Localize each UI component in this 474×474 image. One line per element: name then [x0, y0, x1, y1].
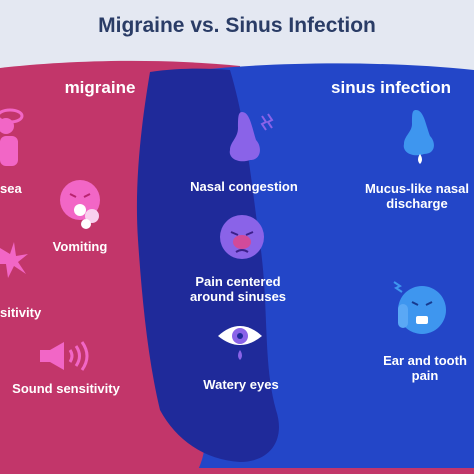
speaker-sound-icon: [40, 341, 89, 371]
page-title: Migraine vs. Sinus Infection: [98, 14, 376, 37]
light-burst-icon: [0, 242, 28, 278]
pain-around-sinuses-label: Pain centered around sinuses: [189, 274, 287, 304]
runny-nose-icon: [403, 110, 434, 164]
nose-icon: [229, 112, 274, 162]
dizzy-person-icon: [0, 108, 24, 166]
ear-tooth-pain-face-icon: [393, 281, 446, 334]
watery-eyes-label: Watery eyes: [203, 377, 279, 392]
watery-eye-icon: [218, 326, 262, 360]
nausea-label: sea: [0, 181, 22, 196]
sinus-infection-header: sinus infection: [331, 78, 451, 97]
overlap-region: [136, 68, 279, 463]
ear-tooth-pain-label: Ear and tooth pain: [383, 353, 467, 383]
vomiting-label: Vomiting: [52, 239, 108, 254]
vomiting-face-icon: [60, 180, 100, 229]
nasal-congestion-label: Nasal congestion: [190, 179, 298, 194]
mucus-discharge-label: Mucus-like nasal discharge: [364, 181, 470, 211]
light-sensitivity-label: sitivity: [0, 305, 42, 320]
sound-sensitivity-label: Sound sensitivity: [12, 381, 120, 396]
migraine-header: migraine: [64, 78, 136, 97]
headache-face-icon: [220, 215, 264, 259]
